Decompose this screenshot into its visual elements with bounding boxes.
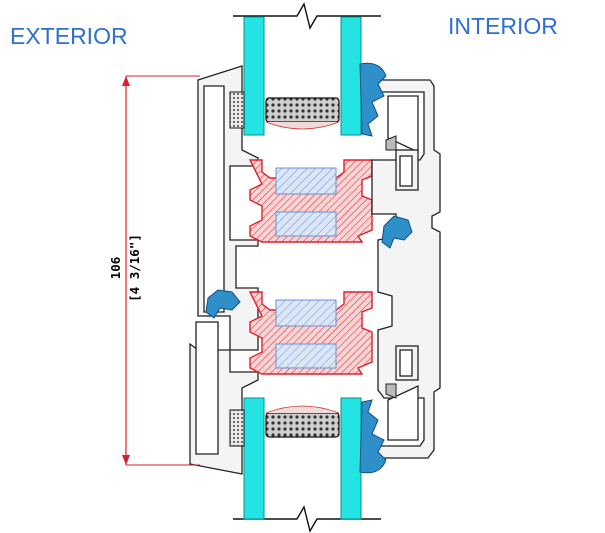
exterior-frame-profile — [189, 65, 259, 475]
break-line-bottom — [233, 505, 381, 533]
exterior-glazing-tape — [229, 91, 245, 447]
glass-pane-interior-top — [340, 16, 362, 136]
glass-pane-exterior-top — [243, 16, 265, 136]
glazing-wedges — [385, 135, 397, 399]
dimension-106mm: 106 [4 3/16"] — [108, 75, 200, 466]
dimension-imperial: [4 3/16"] — [127, 234, 142, 302]
thermal-break-upper — [248, 159, 373, 243]
interior-label: INTERIOR — [448, 13, 558, 39]
dimension-metric: 106 — [108, 257, 123, 280]
gaskets — [205, 62, 413, 474]
exterior-label: EXTERIOR — [10, 23, 128, 49]
glass-spacers — [265, 97, 340, 438]
glass-pane-exterior-bottom — [243, 397, 265, 520]
interior-frame-profile — [371, 79, 441, 459]
glass-panes — [243, 16, 362, 520]
thermal-break-lower — [248, 291, 373, 375]
break-line-top — [233, 2, 381, 30]
glass-pane-interior-bottom — [340, 397, 362, 520]
